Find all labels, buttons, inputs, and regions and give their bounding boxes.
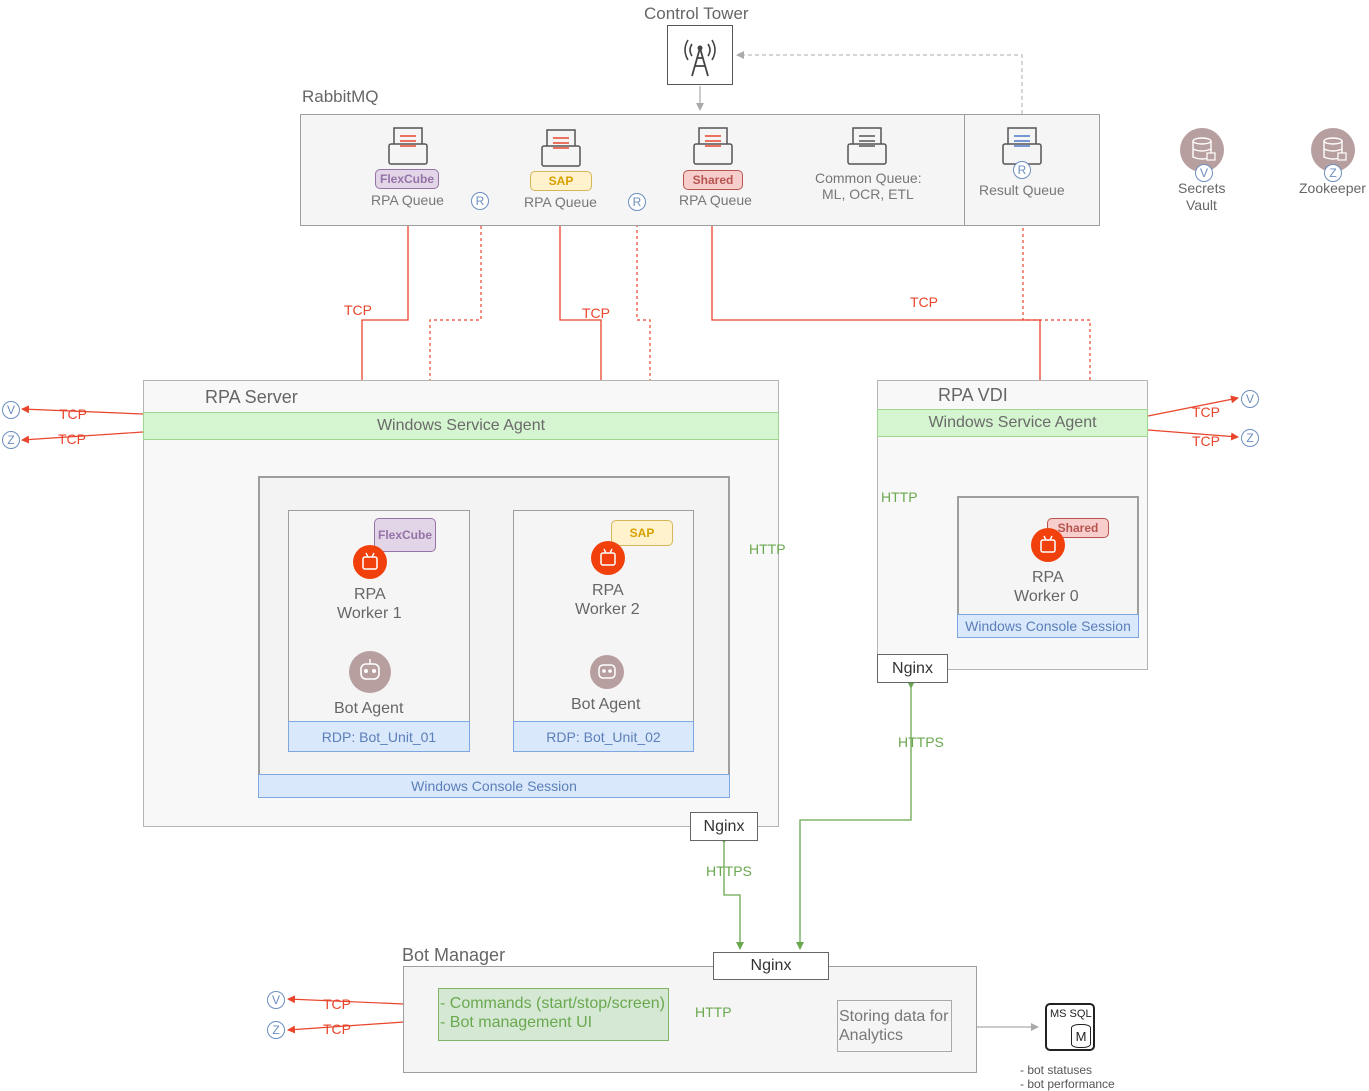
r-marker-result: R: [1013, 161, 1031, 179]
common-queue-label-1: Common Queue:: [815, 170, 922, 186]
antenna-tower-icon: [684, 39, 716, 77]
rpa-vdi-z-marker: Z: [1241, 429, 1259, 447]
shared-queue-label: RPA Queue: [679, 192, 752, 208]
result-queue-icon: [1002, 127, 1042, 165]
zookeeper-icon: [1311, 128, 1355, 172]
commands-panel[interactable]: [438, 988, 669, 1041]
rabbitmq-divider: [964, 114, 965, 226]
tcp-label-vdi-v: TCP: [1192, 404, 1220, 420]
worker-1-rdp[interactable]: RDP: Bot_Unit_01: [288, 721, 470, 752]
analytics-label-1: Storing data for: [839, 1008, 949, 1025]
worker-2-bot-agent-label: Bot Agent: [571, 696, 641, 713]
rpa-server-console-session[interactable]: Windows Console Session: [258, 774, 730, 798]
worker-1-bot-agent-label: Bot Agent: [334, 700, 404, 717]
tcp-label-shared: TCP: [910, 294, 938, 310]
bot-manager-v-marker: V: [267, 991, 285, 1009]
http-label-bot-manager: HTTP: [695, 1004, 732, 1020]
worker-2-rdp[interactable]: RDP: Bot_Unit_02: [513, 721, 694, 752]
result-queue-label: Result Queue: [979, 182, 1065, 198]
rpa-server-title: RPA Server: [205, 387, 298, 407]
worker-1-title-2: Worker 1: [337, 605, 402, 622]
worker-0-tag: Shared: [1047, 518, 1109, 538]
flexcube-queue-icon: [388, 127, 428, 165]
shared-queue-icon: [693, 127, 733, 165]
worker-1-title-1: RPA: [354, 586, 386, 603]
tcp-label-sap: TCP: [582, 305, 610, 321]
rpa-server-service-agent[interactable]: Windows Service Agent: [143, 412, 779, 440]
commands-line-2: - Bot management UI: [440, 1014, 593, 1031]
analytics-label-2: Analytics: [839, 1027, 904, 1044]
bot-manager-z-marker: Z: [267, 1021, 285, 1039]
tcp-label-flexcube: TCP: [344, 302, 372, 318]
vault-v-marker: V: [1195, 164, 1213, 182]
common-queue-icon: [847, 127, 887, 165]
worker-2-title-1: RPA: [592, 582, 624, 599]
robot-icon: [353, 545, 387, 579]
zookeeper-label: Zookeeper: [1299, 180, 1366, 196]
rpa-server-nginx[interactable]: Nginx: [690, 812, 758, 841]
flexcube-queue-tag: FlexCube: [375, 169, 439, 189]
analytics-storage-box[interactable]: [837, 1000, 952, 1052]
secrets-vault-label-1: Secrets: [1178, 180, 1226, 196]
bot-manager-title: Bot Manager: [402, 945, 506, 965]
tcp-label-manager-v: TCP: [323, 996, 351, 1012]
rpa-server-v-marker: V: [2, 401, 20, 419]
secrets-vault-icon: [1180, 128, 1224, 172]
https-label-rpa-server: HTTPS: [706, 863, 752, 879]
worker-0-title-2: Worker 0: [1014, 588, 1079, 605]
rabbitmq-title: RabbitMQ: [302, 87, 379, 106]
r-marker-flexcube: R: [471, 192, 489, 210]
bot-agent-icon: [349, 651, 391, 693]
tower-links: [696, 51, 1023, 128]
sap-queue-tag: SAP: [530, 171, 592, 191]
tcp-label-server-v: TCP: [59, 406, 87, 422]
secrets-vault-label-2: Vault: [1186, 197, 1217, 213]
ms-sql-label: MS SQL: [1050, 1008, 1092, 1020]
control-tower-label: Control Tower: [644, 4, 749, 23]
worker-0-title-1: RPA: [1032, 569, 1064, 586]
ms-sql-note-1: - bot statuses: [1020, 1063, 1093, 1077]
sap-queue-icon: [541, 129, 581, 167]
rpa-vdi-nginx[interactable]: Nginx: [877, 654, 948, 683]
worker-2-title-2: Worker 2: [575, 601, 640, 618]
flexcube-queue-label: RPA Queue: [371, 192, 444, 208]
control-tower-node[interactable]: [667, 25, 733, 85]
rpa-vdi-service-agent[interactable]: Windows Service Agent: [877, 409, 1148, 437]
zookeeper-z-marker: Z: [1324, 164, 1342, 182]
shared-queue-tag: Shared: [683, 170, 743, 190]
ms-sql-note-2: - bot performance: [1020, 1077, 1115, 1091]
bot-manager-nginx[interactable]: Nginx: [713, 952, 829, 980]
rpa-server-z-marker: Z: [2, 431, 20, 449]
robot-icon: [1031, 528, 1065, 562]
ms-sql-database-icon: M: [1071, 1024, 1091, 1048]
rpa-vdi-console-session[interactable]: Windows Console Session: [957, 614, 1139, 638]
tcp-label-vdi-z: TCP: [1192, 433, 1220, 449]
rpa-vdi-title: RPA VDI: [938, 385, 1008, 405]
rpa-vdi-v-marker: V: [1241, 390, 1259, 408]
tcp-side-links: [21, 395, 1239, 1034]
worker-2-tag: SAP: [611, 520, 673, 546]
bot-agent-icon: [590, 655, 624, 689]
r-marker-sap: R: [628, 193, 646, 211]
common-queue-label-2: ML, OCR, ETL: [822, 186, 914, 202]
tcp-label-manager-z: TCP: [323, 1021, 351, 1037]
https-label-rpa-vdi: HTTPS: [898, 734, 944, 750]
sap-queue-label: RPA Queue: [524, 194, 597, 210]
http-label-rpa-server: HTTP: [749, 541, 786, 557]
tcp-label-server-z: TCP: [58, 431, 86, 447]
worker-1-tag: FlexCube: [374, 518, 436, 552]
http-label-rpa-vdi: HTTP: [881, 489, 918, 505]
robot-icon: [591, 541, 625, 575]
commands-line-1: - Commands (start/stop/screen): [440, 995, 665, 1012]
